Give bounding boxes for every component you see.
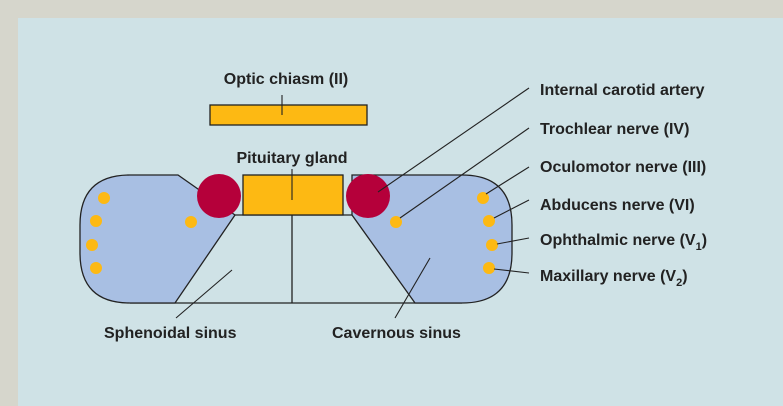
nerve-dot <box>185 216 197 228</box>
pituitary-gland-shape <box>243 175 343 215</box>
oculomotor-label: Oculomotor nerve (III) <box>540 159 706 176</box>
trochlear-label: Trochlear nerve (IV) <box>540 121 689 138</box>
optic-chiasm-label: Optic chiasm (II) <box>224 71 348 88</box>
nerve-dot <box>86 239 98 251</box>
maxillary-label: Maxillary nerve (V2) <box>540 268 688 289</box>
nerve-dot <box>90 262 102 274</box>
internal-carotid-label: Internal carotid artery <box>540 82 705 99</box>
nerve-dot <box>90 215 102 227</box>
pituitary-gland-label: Pituitary gland <box>236 150 347 167</box>
sphenoidal-sinus-label: Sphenoidal sinus <box>104 325 237 342</box>
ophthalmic-label-close: ) <box>702 232 707 249</box>
oculomotor-leader <box>486 167 529 194</box>
abducens-label: Abducens nerve (VI) <box>540 197 695 214</box>
cavernous-sinus-label: Cavernous sinus <box>332 325 461 342</box>
ophthalmic-label: Ophthalmic nerve (V1) <box>540 232 707 253</box>
ophthalmic-label-main: Ophthalmic nerve (V <box>540 232 696 249</box>
ophthalmic-nerve-dot <box>486 239 498 251</box>
abducens-nerve-dot <box>483 215 495 227</box>
right-carotid-artery <box>346 174 390 218</box>
maxillary-label-main: Maxillary nerve (V <box>540 268 676 285</box>
nerve-dot <box>98 192 110 204</box>
left-carotid-artery <box>197 174 241 218</box>
maxillary-nerve-dot <box>483 262 495 274</box>
optic-chiasm-bar <box>210 105 367 125</box>
maxillary-label-close: ) <box>682 268 687 285</box>
